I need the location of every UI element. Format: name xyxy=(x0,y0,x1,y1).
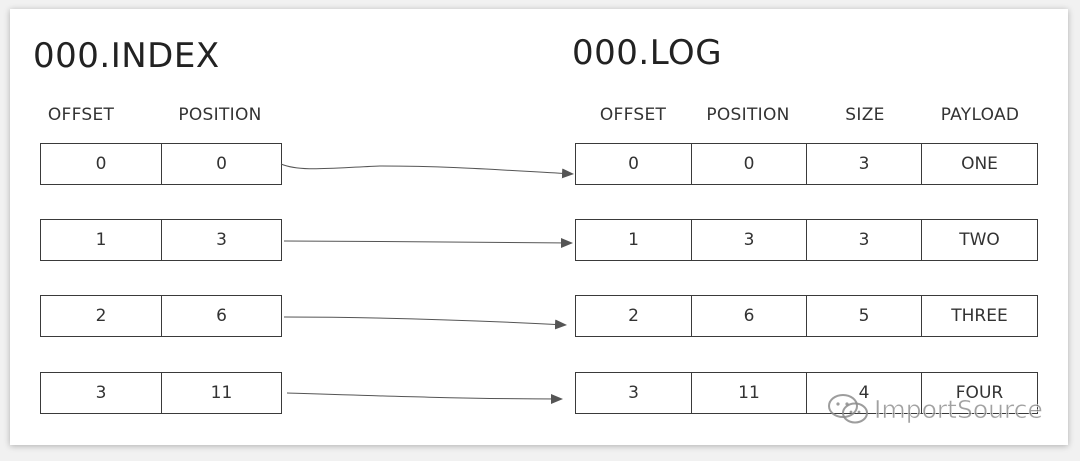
arrow-row-0 xyxy=(280,163,574,179)
log-offset-cell: 1 xyxy=(628,230,639,250)
log-position-cell: 11 xyxy=(691,373,806,413)
log-payload-cell: TWO xyxy=(921,220,1037,260)
log-entry: 3 11 4 FOUR xyxy=(575,372,1038,414)
arrow-row-3 xyxy=(286,392,563,404)
index-file-title: 000.INDEX xyxy=(33,36,220,76)
log-position-cell: 0 xyxy=(691,144,806,184)
index-position-cell: 6 xyxy=(161,296,281,336)
log-payload-cell: ONE xyxy=(921,144,1037,184)
index-position-cell: 0 xyxy=(161,144,281,184)
log-header-offset: OFFSET xyxy=(599,105,667,125)
log-size-cell: 3 xyxy=(806,144,921,184)
log-entry: 0 0 3 ONE xyxy=(575,143,1038,185)
log-size-cell: 3 xyxy=(806,220,921,260)
index-position-cell: 11 xyxy=(161,373,281,413)
log-position-cell: 3 xyxy=(691,220,806,260)
log-file-title: 000.LOG xyxy=(572,33,723,73)
arrow-row-2 xyxy=(283,316,567,330)
index-offset-cell: 0 xyxy=(95,154,107,174)
log-header-size: SIZE xyxy=(845,105,885,125)
log-header-position: POSITION xyxy=(706,105,790,125)
log-entry: 1 3 3 TWO xyxy=(575,219,1038,261)
log-entry: 2 6 5 THREE xyxy=(575,295,1038,337)
watermark: ImportSource xyxy=(826,392,1043,426)
log-offset-cell: 2 xyxy=(628,306,639,326)
log-offset-cell: 3 xyxy=(628,383,639,403)
log-payload-cell: THREE xyxy=(921,296,1037,336)
index-offset-cell: 2 xyxy=(95,306,107,326)
index-header-offset: OFFSET xyxy=(47,105,115,125)
log-payload-cell: FOUR xyxy=(921,373,1037,413)
log-offset-cell: 0 xyxy=(628,154,639,174)
index-entry: 0 0 xyxy=(40,143,282,185)
log-position-cell: 6 xyxy=(691,296,806,336)
index-offset-cell: 1 xyxy=(95,230,107,250)
log-size-cell: 4 xyxy=(806,373,921,413)
index-offset-cell: 3 xyxy=(95,383,107,403)
index-entry: 3 11 xyxy=(40,372,282,414)
log-header-payload: PAYLOAD xyxy=(940,105,1020,125)
watermark-text: ImportSource xyxy=(874,394,1043,424)
index-position-cell: 3 xyxy=(161,220,281,260)
index-entry: 1 3 xyxy=(40,219,282,261)
index-entry: 2 6 xyxy=(40,295,282,337)
index-header-position: POSITION xyxy=(178,105,262,125)
arrow-row-1 xyxy=(283,237,573,248)
wechat-icon xyxy=(828,394,868,424)
log-size-cell: 5 xyxy=(806,296,921,336)
